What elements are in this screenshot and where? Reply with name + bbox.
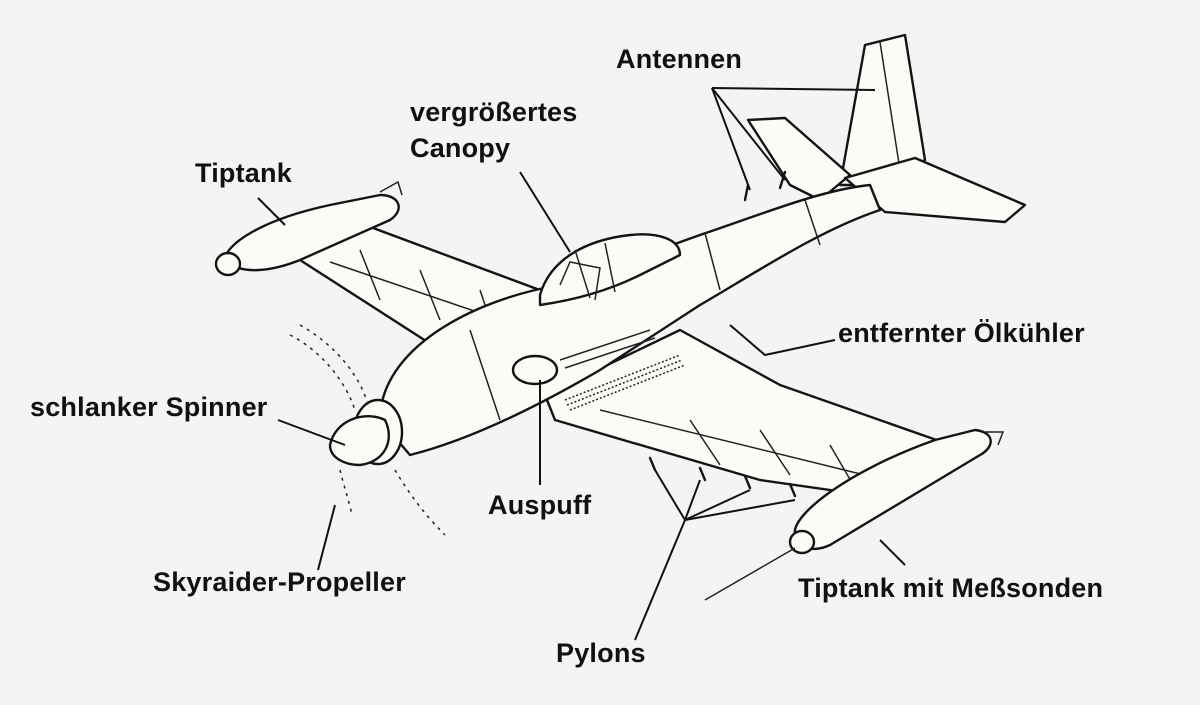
leader-tiptank-right	[879, 539, 906, 566]
canopy-frame-1	[574, 249, 591, 299]
tiptank-right-nose	[788, 529, 816, 555]
propeller-blade-lower	[339, 469, 353, 516]
leader-propeller	[317, 504, 336, 571]
canopy-frame-2	[604, 242, 616, 293]
tiptank-left-fin	[379, 180, 403, 196]
leader-pylons-3	[684, 479, 701, 521]
pylon-3	[743, 474, 752, 490]
tiptank-left-nose	[214, 251, 242, 277]
tiptank-right-fin	[985, 431, 1005, 446]
label-propeller: Skyraider-Propeller	[153, 567, 406, 597]
antenna-mast-1	[743, 183, 750, 202]
wing-right-panel-2	[759, 429, 791, 476]
pylon-2	[698, 466, 707, 482]
tiptank-right	[793, 428, 992, 551]
pylon-4	[788, 482, 797, 498]
label-pylons: Pylons	[556, 638, 646, 668]
label-spinner: schlanker Spinner	[30, 392, 268, 422]
leader-antennen-2	[711, 87, 786, 181]
spinner	[328, 415, 390, 467]
antenna-mast-2	[778, 170, 787, 190]
label-oelkuehler: entfernter Ölkühler	[838, 318, 1085, 348]
fuselage-roundel	[511, 354, 559, 386]
label-antennen: Antennen	[616, 44, 743, 74]
horizontal-stabilizer-left	[746, 116, 852, 202]
wing-right-flap-line	[599, 409, 886, 481]
exhaust-stacks	[559, 329, 656, 369]
leader-canopy	[519, 171, 571, 253]
leader-pylons-4	[684, 489, 751, 521]
leader-pylons-5	[684, 499, 796, 521]
propeller-blade-right	[394, 469, 446, 536]
tiptank-left	[223, 193, 400, 272]
leader-oelkuehler	[729, 324, 836, 357]
intake-grill	[564, 354, 686, 411]
pilot-seat	[559, 261, 601, 301]
propeller-blade-upper	[289, 334, 356, 411]
label-canopy-line1: vergrößertes	[410, 97, 578, 127]
wing-left-panel-2	[419, 269, 441, 321]
cowling-line	[469, 329, 501, 421]
tail-fin-rudder-line	[879, 41, 901, 171]
label-tiptank-left: Tiptank	[195, 158, 292, 188]
leader-antennen-1	[711, 87, 751, 191]
wing-left-panel-1	[359, 249, 381, 301]
leader-pylons-2	[654, 469, 686, 521]
label-tiptank-right: Tiptank mit Meßsonden	[798, 573, 1104, 603]
propeller-blade-upper-2	[299, 324, 369, 406]
fuselage-section-line-2	[804, 199, 821, 246]
fuselage-section-line-1	[704, 232, 721, 291]
wing-right-panel-1	[689, 419, 721, 466]
tiptank-right-probe	[704, 547, 796, 601]
leader-pylons-1	[634, 519, 686, 641]
label-canopy-line2: Canopy	[410, 133, 511, 163]
leader-antennen-3	[711, 87, 876, 91]
pylon-1	[648, 456, 657, 472]
leader-spinner	[277, 419, 346, 446]
leader-tiptank-left	[257, 197, 286, 226]
label-auspuff: Auspuff	[488, 490, 592, 520]
